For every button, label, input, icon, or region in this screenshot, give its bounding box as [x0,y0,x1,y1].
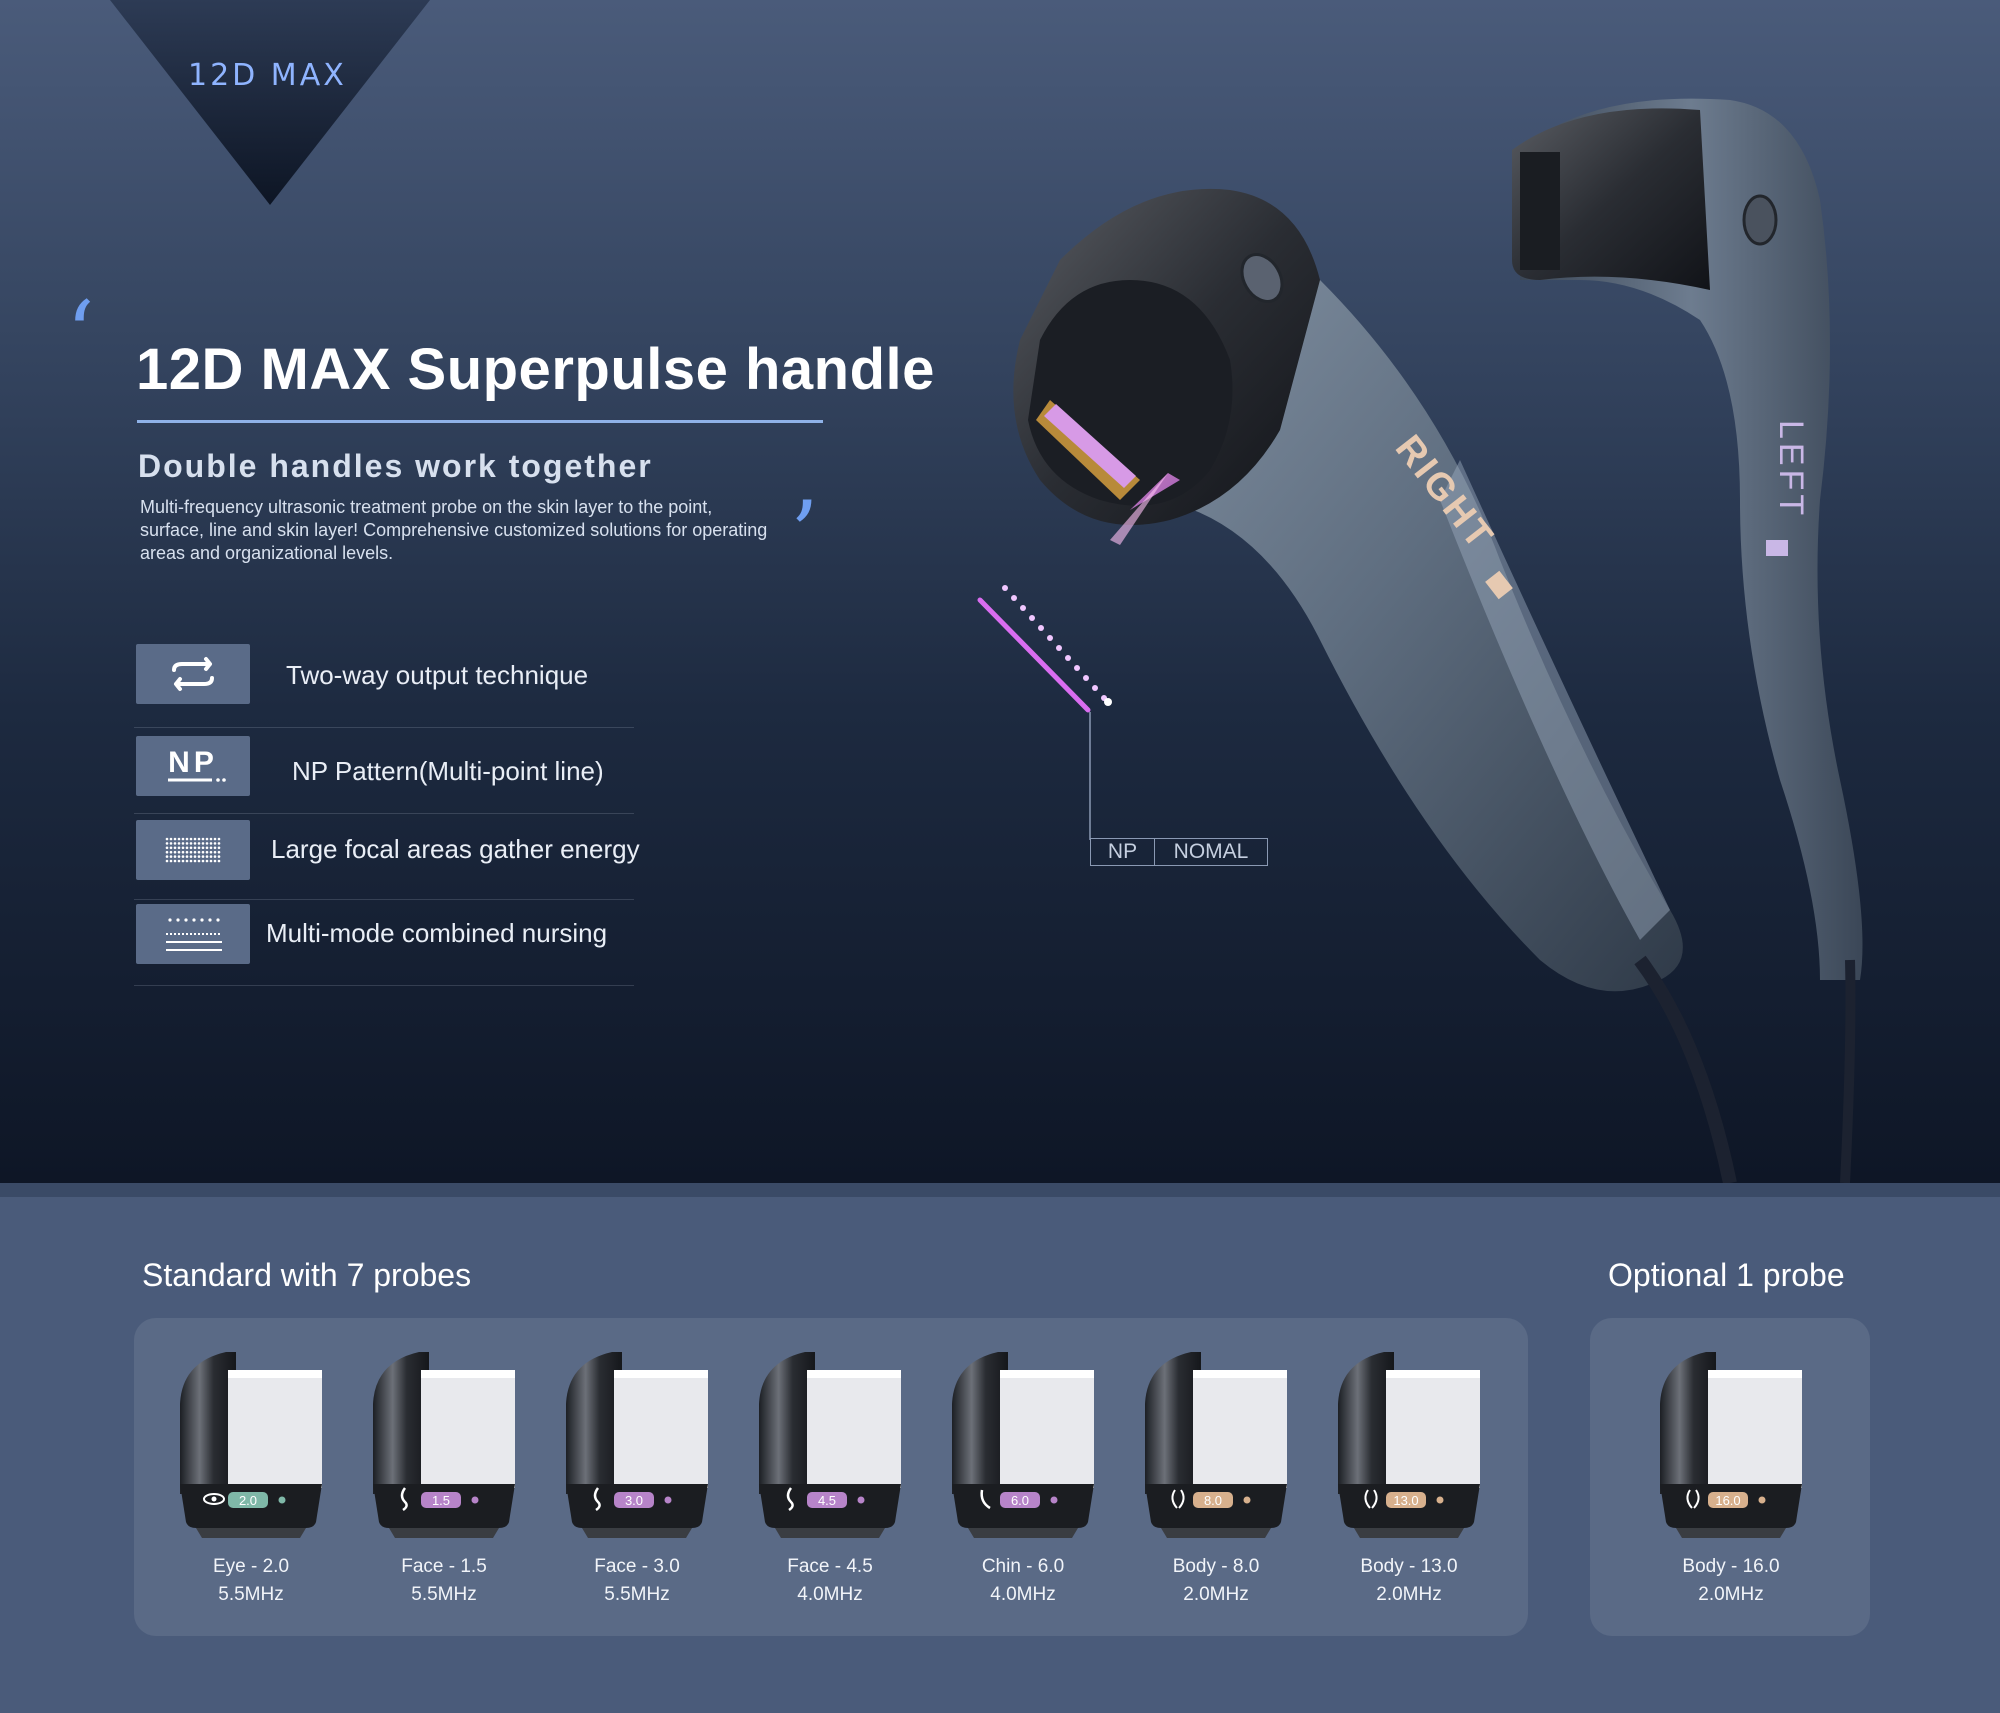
page-description: Multi-frequency ultrasonic treatment pro… [140,497,768,563]
title-underline [137,420,823,423]
brand-logo: 12D MAX [188,58,347,93]
probe-badge: 1.5 [432,1493,450,1508]
handle-illustration: LEFT RIGHT [977,98,1863,1183]
left-label: LEFT [1772,420,1810,519]
probe-name: Face - 1.5 [401,1556,487,1577]
probe-name: Chin - 6.0 [981,1556,1065,1577]
probe-frequency: 4.0MHz [990,1584,1056,1605]
body-icon [1686,1489,1700,1509]
standard-probes-title: Standard with 7 probes [142,1257,472,1293]
open-quote-icon: ‘ [66,282,95,387]
feature-label: Multi-mode combined nursing [266,918,608,948]
dot-grid-icon [136,820,250,880]
two-way-arrows-icon [136,644,250,704]
page-subtitle: Double handles work together [138,448,653,484]
svg-text:NP: NP [168,746,218,779]
close-quote-icon: ’ [790,482,819,587]
mode-np: NP [1091,839,1155,865]
face-icon [593,1487,601,1512]
probe-badge: 6.0 [1011,1493,1029,1508]
probe-badge: 2.0 [239,1493,257,1508]
feature-list: Two-way output technique NP NP Pattern(M… [134,642,640,986]
page-title: 12D MAX Superpulse handle [136,337,935,402]
feature-label: Two-way output technique [286,660,589,690]
probe-frequency: 2.0MHz [1183,1584,1249,1605]
probe-name: Face - 3.0 [594,1556,680,1577]
probe-name: Body - 13.0 [1360,1556,1458,1577]
probe-badge: 4.5 [818,1493,836,1508]
probe-badge: 8.0 [1204,1493,1222,1508]
probe-frequency: 5.5MHz [604,1584,670,1605]
probe-frequency: 4.0MHz [797,1584,863,1605]
probe-name: Body - 16.0 [1682,1556,1780,1577]
np-pattern-icon: NP [136,736,250,796]
logo-badge [110,0,430,205]
mode-indicator: NP NOMAL [1090,838,1268,866]
feature-item: NP NP Pattern(Multi-point line) [134,728,634,814]
probe-name: Eye - 2.0 [212,1556,290,1577]
probe-badge: 3.0 [625,1493,643,1508]
feature-label: NP Pattern(Multi-point line) [292,756,604,786]
body-icon [1171,1489,1185,1509]
face-icon [786,1487,794,1512]
multi-line-icon [136,904,250,964]
feature-item: Two-way output technique [134,642,634,728]
probe-frequency: 2.0MHz [1376,1584,1442,1605]
probe-badge: 16.0 [1715,1493,1740,1508]
feature-item: Multi-mode combined nursing [134,900,634,986]
section-divider [0,1183,2000,1197]
optional-probes-title: Optional 1 probe [1608,1257,1845,1293]
body-icon [1364,1489,1378,1509]
eye-icon [203,1493,225,1505]
feature-item: Large focal areas gather energy [134,814,640,900]
probe-badge: 13.0 [1393,1493,1418,1508]
probe-name: Body - 8.0 [1172,1556,1260,1577]
probe-name: Face - 4.5 [787,1556,873,1577]
mode-nomal: NOMAL [1173,840,1249,863]
probe-frequency: 5.5MHz [411,1584,477,1605]
chin-icon [980,1489,991,1510]
probe-frequency: 2.0MHz [1698,1584,1764,1605]
feature-label: Large focal areas gather energy [271,834,640,864]
face-icon [400,1487,408,1512]
probe-frequency: 5.5MHz [218,1584,284,1605]
